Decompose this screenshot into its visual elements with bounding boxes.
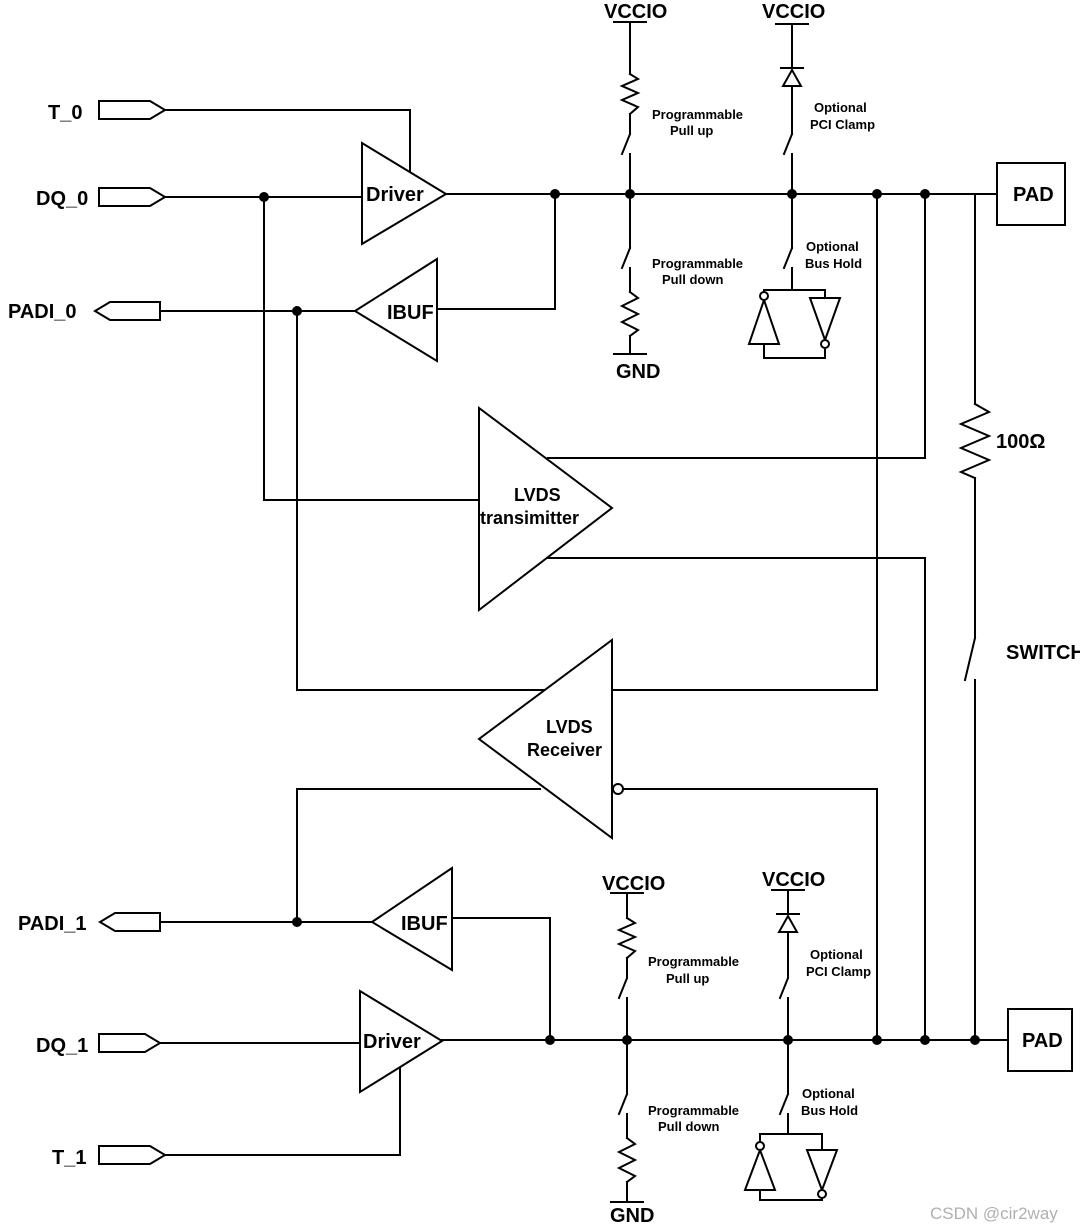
label-dq0: DQ_0 xyxy=(36,188,88,210)
label-ibuf-bottom: IBUF xyxy=(401,913,448,935)
block-labels: Driver IBUF LVDS transimitter LVDS Recei… xyxy=(363,184,602,1053)
label-switch: SWITCH xyxy=(1006,642,1080,664)
port-padi1 xyxy=(98,912,161,932)
label-dq1: DQ_1 xyxy=(36,1035,88,1057)
resistor-pullup-top xyxy=(619,72,641,116)
note-clamp-bottom-1: Optional xyxy=(810,947,863,962)
pad-bottom xyxy=(1007,1008,1073,1072)
label-vccio-clamp-bottom: VCCIO xyxy=(762,869,825,891)
label-pad-bottom: PAD xyxy=(1022,1030,1063,1052)
annotations: Programmable Pull up Programmable Pull d… xyxy=(648,100,875,1134)
label-padi1: PADI_1 xyxy=(18,913,87,935)
pads: PAD PAD xyxy=(996,162,1073,1072)
resistor-pulldown-top xyxy=(619,290,641,338)
resistor-pulldown-bottom xyxy=(616,1136,638,1184)
label-gnd-bottom: GND xyxy=(610,1205,654,1227)
port-t0 xyxy=(98,100,167,120)
lvds-receiver xyxy=(477,638,613,840)
port-dq0 xyxy=(98,187,167,207)
bus-hold-buffers xyxy=(743,291,842,1199)
note-pullup-top-2: Pull up xyxy=(670,123,713,138)
port-labels: T_0 DQ_0 PADI_0 PADI_1 DQ_1 T_1 xyxy=(8,102,88,1169)
driver-bottom xyxy=(359,989,444,1094)
wires xyxy=(159,21,1009,1203)
lvds-transmitter xyxy=(478,405,614,613)
diode-clamp-top xyxy=(781,67,803,87)
port-padi0 xyxy=(93,301,161,321)
label-padi0: PADI_0 xyxy=(8,301,77,323)
note-clamp-bottom-2: PCI Clamp xyxy=(806,964,871,979)
label-vccio-pullup-bottom: VCCIO xyxy=(602,873,665,895)
label-lvds-rx-2: Receiver xyxy=(527,740,602,760)
driver-top xyxy=(361,141,448,246)
note-bushold-bottom-1: Optional xyxy=(802,1086,855,1101)
label-t0: T_0 xyxy=(48,102,82,124)
ibuf-top xyxy=(353,257,438,363)
diode-clamp-bottom xyxy=(777,913,799,933)
note-pullup-bottom-2: Pull up xyxy=(666,971,709,986)
receiver-invert-bubble xyxy=(612,783,624,795)
junctions xyxy=(259,189,980,1045)
resistor-100ohm xyxy=(958,402,992,480)
termination-labels: 100Ω SWITCH xyxy=(996,431,1080,664)
label-t1: T_1 xyxy=(52,1147,86,1169)
label-driver-top: Driver xyxy=(366,184,424,206)
note-pulldown-top-1: Programmable xyxy=(652,256,743,271)
note-bushold-top-2: Bus Hold xyxy=(805,256,862,271)
port-t1 xyxy=(98,1145,167,1165)
label-100ohm: 100Ω xyxy=(996,431,1045,453)
watermark: CSDN @cir2way xyxy=(930,1204,1058,1223)
blocks xyxy=(353,141,624,1094)
note-bushold-bottom-2: Bus Hold xyxy=(801,1103,858,1118)
pad-top xyxy=(996,162,1066,226)
label-driver-bottom: Driver xyxy=(363,1031,421,1053)
note-pullup-top-1: Programmable xyxy=(652,107,743,122)
switches xyxy=(617,132,977,1116)
note-pulldown-bottom-2: Pull down xyxy=(658,1119,719,1134)
resistor-pullup-bottom xyxy=(616,916,638,960)
note-clamp-top-2: PCI Clamp xyxy=(810,117,875,132)
note-pulldown-top-2: Pull down xyxy=(662,272,723,287)
label-lvds-tx-2: transimitter xyxy=(480,508,579,528)
note-clamp-top-1: Optional xyxy=(814,100,867,115)
label-gnd-top: GND xyxy=(616,361,660,383)
label-pad-top: PAD xyxy=(1013,184,1054,206)
note-pullup-bottom-1: Programmable xyxy=(648,954,739,969)
switch-termination xyxy=(963,636,977,682)
label-ibuf-top: IBUF xyxy=(387,302,434,324)
port-dq1 xyxy=(98,1033,162,1053)
label-lvds-tx-1: LVDS xyxy=(514,485,561,505)
label-vccio-clamp-top: VCCIO xyxy=(762,1,825,23)
port-flags xyxy=(93,100,167,1165)
resistors xyxy=(616,72,992,1184)
label-vccio-pullup-top: VCCIO xyxy=(604,1,667,23)
rail-labels: VCCIO VCCIO GND VCCIO VCCIO GND xyxy=(602,1,825,1227)
rail-bars xyxy=(610,21,809,1203)
note-bushold-top-1: Optional xyxy=(806,239,859,254)
ibuf-bottom xyxy=(370,866,453,972)
note-pulldown-bottom-1: Programmable xyxy=(648,1103,739,1118)
clamp-diodes xyxy=(776,67,804,933)
label-lvds-rx-1: LVDS xyxy=(546,717,593,737)
